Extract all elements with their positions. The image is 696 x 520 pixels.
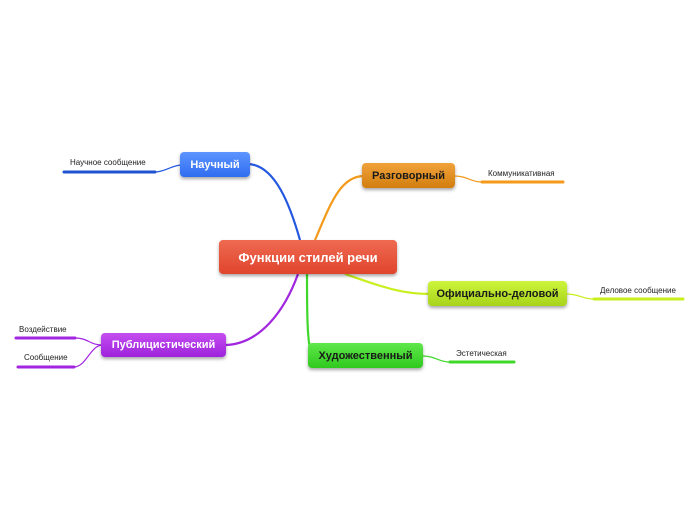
topic-ofitsialno-delovoy[interactable]: Официально-деловой: [428, 281, 567, 306]
connector-off-leaf: [565, 293, 595, 300]
connector-root-off: [344, 272, 431, 296]
connector-art-leaf: [421, 355, 451, 363]
connector-pub-leaf2: [73, 344, 103, 368]
subtopic-nauchnoe-soobshchenie[interactable]: Научное сообщение: [70, 158, 146, 167]
topic-razgovorny[interactable]: Разговорный: [362, 163, 455, 188]
subtopic-kommunikativnaya[interactable]: Коммуникативная: [488, 169, 555, 178]
connector-sci-leaf: [154, 164, 182, 173]
connector-root-sci: [247, 162, 302, 241]
root-topic[interactable]: Функции стилей речи: [219, 240, 397, 274]
connector-root-talk: [313, 174, 365, 241]
topic-nauchny[interactable]: Научный: [180, 152, 250, 177]
topic-khudozhestvenny[interactable]: Художественный: [308, 343, 423, 368]
subtopic-vozdeystvie[interactable]: Воздействие: [19, 325, 67, 334]
subtopic-soobshchenie[interactable]: Сообщение: [24, 353, 68, 362]
connector-talk-leaf: [453, 175, 483, 183]
connector-pub-leaf1: [74, 337, 103, 346]
topic-publitsistichesky[interactable]: Публицистический: [101, 333, 226, 357]
connector-root-pub: [223, 273, 300, 347]
subtopic-esteticheskaya[interactable]: Эстетическая: [456, 349, 507, 358]
subtopic-delovoe-soobshchenie[interactable]: Деловое сообщение: [600, 286, 676, 295]
